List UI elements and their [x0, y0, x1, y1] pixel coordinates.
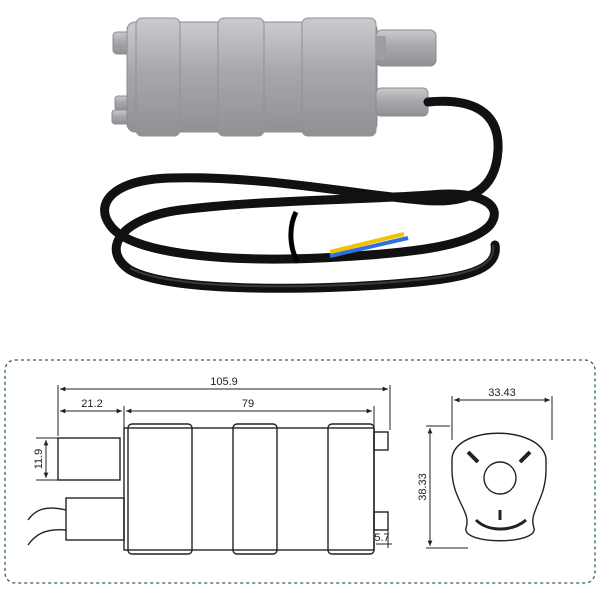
pump-outlet-collar: [376, 36, 386, 60]
dim-overall-length: 105.9: [210, 376, 238, 388]
end-outline: [451, 432, 547, 542]
pump-cable: [100, 96, 503, 293]
end-slot-right: [518, 450, 532, 464]
side-dimensions: [36, 385, 392, 548]
dim-width: 33.43: [488, 387, 516, 399]
dim-height: 38.33: [417, 473, 429, 501]
dim-body-length: 79: [242, 398, 254, 410]
side-cable: [27, 507, 67, 546]
side-outlet-tube: [57, 437, 121, 481]
side-ring-2: [232, 423, 278, 555]
dim-outlet-length: 21.2: [81, 398, 102, 410]
pump-cable-highlight: [129, 244, 495, 288]
end-center-hub: [483, 461, 517, 495]
side-nub-bottom: [373, 511, 389, 531]
side-view: [27, 423, 389, 555]
cable-tie: [288, 210, 301, 264]
end-slot-left: [466, 450, 480, 464]
side-body: [123, 427, 375, 551]
side-lower-tube: [65, 497, 125, 541]
wire-yellow: [329, 232, 405, 254]
end-view: [451, 432, 547, 542]
pump-ring-1: [135, 17, 181, 137]
end-dimensions: [426, 396, 553, 549]
wire-blue: [329, 236, 409, 258]
drawing-frame: [4, 359, 596, 584]
side-ring-3: [327, 423, 375, 555]
dim-small-port: 5.7: [374, 532, 389, 544]
pump-ring-3: [301, 17, 377, 137]
pump-ring-2: [217, 17, 265, 137]
pump-photo: [100, 17, 503, 293]
dim-outlet-diameter: 11.9: [33, 449, 45, 470]
pump-cable-gland: [375, 87, 429, 117]
end-bottom-arc: [474, 518, 527, 531]
side-nub-top: [373, 431, 389, 451]
side-ring-1: [127, 423, 193, 555]
